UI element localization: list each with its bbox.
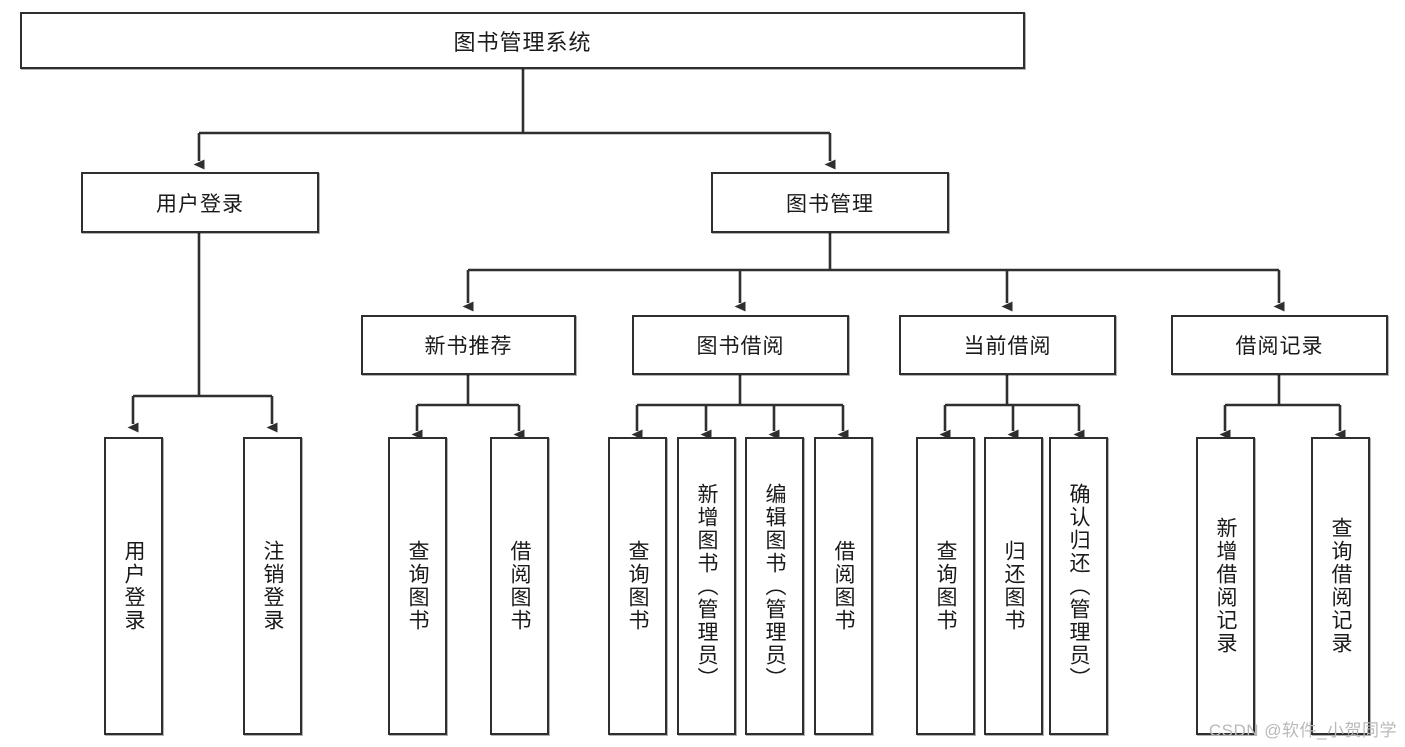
node-label: 图书管理系统 [453, 29, 592, 55]
node-label: 借阅记录 [1235, 335, 1324, 358]
node-leaf-return-book[interactable]: 归还图书 [984, 437, 1043, 735]
node-label: 新增借阅记录 [1214, 517, 1237, 655]
node-leaf-user-login[interactable]: 用户登录 [104, 437, 163, 735]
node-label: 借阅图书 [832, 540, 855, 632]
node-leaf-confirm-return-admin[interactable]: 确认归还（管理员） [1049, 437, 1108, 735]
node-borrow-record[interactable]: 借阅记录 [1171, 315, 1388, 375]
node-label: 图书借阅 [696, 335, 785, 358]
node-leaf-borrow-book-1[interactable]: 借阅图书 [490, 437, 549, 735]
node-root-system[interactable]: 图书管理系统 [20, 12, 1025, 69]
node-leaf-borrow-book-2[interactable]: 借阅图书 [814, 437, 873, 735]
node-label: 图书管理 [786, 192, 874, 216]
node-leaf-query-book-2[interactable]: 查询图书 [608, 437, 667, 735]
node-label: 当前借阅 [963, 335, 1052, 358]
node-leaf-edit-book-admin[interactable]: 编辑图书（管理员） [745, 437, 804, 735]
node-leaf-query-book-1[interactable]: 查询图书 [388, 437, 447, 735]
node-label: 新书推荐 [424, 335, 513, 358]
node-label: 查询图书 [406, 540, 429, 632]
node-label: 注销登录 [261, 540, 284, 632]
node-book-borrow[interactable]: 图书借阅 [632, 315, 849, 375]
node-label: 用户登录 [122, 540, 145, 632]
node-leaf-query-book-3[interactable]: 查询图书 [916, 437, 975, 735]
node-label: 查询借阅记录 [1329, 517, 1352, 655]
node-label: 借阅图书 [508, 540, 531, 632]
node-label: 归还图书 [1002, 540, 1025, 632]
node-label: 用户登录 [156, 192, 244, 216]
watermark-text: CSDN @软件_小贺同学 [1208, 721, 1397, 740]
node-label: 新增图书（管理员） [695, 482, 718, 690]
node-leaf-logout-login[interactable]: 注销登录 [243, 437, 302, 735]
node-leaf-add-borrow-record[interactable]: 新增借阅记录 [1196, 437, 1255, 735]
node-current-borrow[interactable]: 当前借阅 [899, 315, 1116, 375]
node-label: 查询图书 [626, 540, 649, 632]
node-leaf-query-borrow-record[interactable]: 查询借阅记录 [1311, 437, 1370, 735]
node-leaf-add-book-admin[interactable]: 新增图书（管理员） [677, 437, 736, 735]
node-label: 查询图书 [934, 540, 957, 632]
node-user-login[interactable]: 用户登录 [81, 172, 319, 233]
node-label: 确认归还（管理员） [1067, 482, 1090, 690]
node-label: 编辑图书（管理员） [763, 482, 786, 690]
node-book-manage[interactable]: 图书管理 [711, 172, 949, 233]
node-new-book-recommend[interactable]: 新书推荐 [361, 315, 576, 375]
